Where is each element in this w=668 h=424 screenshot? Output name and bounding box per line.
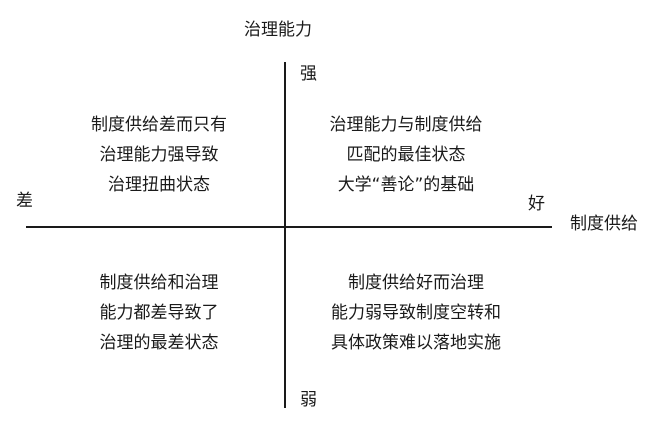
quadrant-text-line: 制度供给好而治理 <box>348 273 484 293</box>
vertical-axis <box>284 62 286 408</box>
quadrant-top-left: 制度供给差而只有 治理能力强导致 治理扭曲状态 <box>54 110 264 200</box>
quadrant-text-line: 制度供给和治理 <box>99 273 219 293</box>
quadrant-top-right: 治理能力与制度供给 匹配的最佳状态 大学“善论”的基础 <box>296 110 516 200</box>
horizontal-axis <box>26 226 552 228</box>
horizontal-axis-title: 制度供给 <box>570 214 638 234</box>
quadrant-text-line: 治理能力强导致 <box>99 145 219 165</box>
quadrant-text-line: 治理能力与制度供给 <box>329 115 483 135</box>
quadrant-text-line: 匹配的最佳状态 <box>346 145 466 165</box>
quadrant-text-line: 能力弱导致制度空转和 <box>331 303 501 323</box>
quadrant-text-line: 能力都差导致了 <box>99 303 219 323</box>
quadrant-text-line: 治理扭曲状态 <box>108 175 210 195</box>
vertical-axis-top-label: 强 <box>300 64 317 84</box>
quadrant-text-line: 大学“善论”的基础 <box>337 175 475 195</box>
quadrant-text-line: 治理的最差状态 <box>99 333 219 353</box>
vertical-axis-title: 治理能力 <box>244 20 312 40</box>
quadrant-bottom-left: 制度供给和治理 能力都差导致了 治理的最差状态 <box>54 268 264 358</box>
quadrant-bottom-right: 制度供给好而治理 能力弱导致制度空转和 具体政策难以落地实施 <box>306 268 526 358</box>
vertical-axis-bottom-label: 弱 <box>300 390 317 410</box>
horizontal-axis-right-label: 好 <box>528 194 545 214</box>
quadrant-text-line: 制度供给差而只有 <box>91 115 227 135</box>
horizontal-axis-left-label: 差 <box>16 191 33 211</box>
quadrant-text-line: 具体政策难以落地实施 <box>331 333 501 353</box>
